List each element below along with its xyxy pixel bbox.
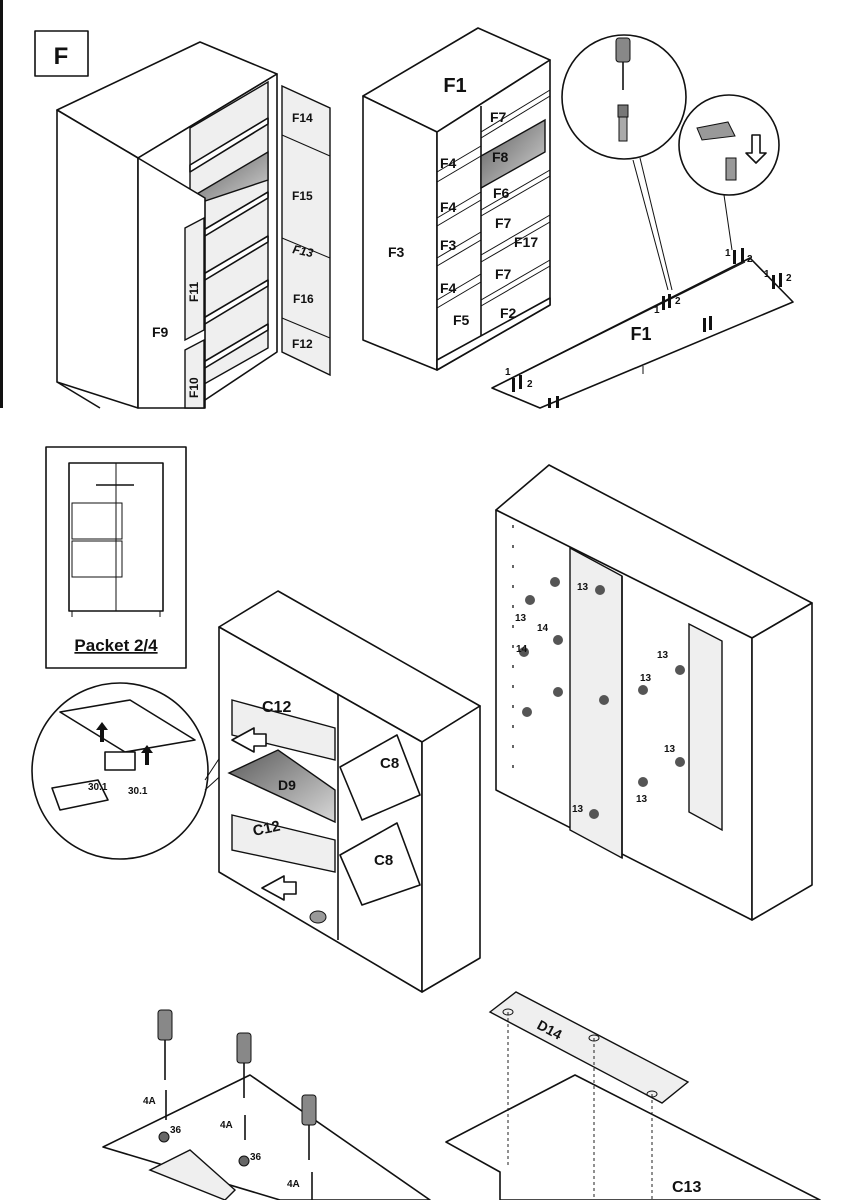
part-label-f13: F13 xyxy=(291,242,314,260)
part-label-c12-top: C12 xyxy=(262,699,291,716)
screw-label-36-2: 36 xyxy=(250,1152,262,1163)
part-label-right-5: F17 xyxy=(514,234,538,250)
part-label-f11: F11 xyxy=(187,282,201,302)
part-label-cabinet-side: F3 xyxy=(388,244,405,260)
part-label-left-1: F4 xyxy=(440,155,457,171)
part-label-right-7: F2 xyxy=(500,305,517,321)
step-label: F xyxy=(54,43,69,70)
part-label-f15: F15 xyxy=(292,189,313,203)
hinge-detail-circle xyxy=(31,682,239,860)
hinge-number-2: 30.1 xyxy=(128,786,148,797)
part-label-left-3: F3 xyxy=(440,237,457,253)
part-label-c13: C13 xyxy=(672,1179,701,1196)
screw-label-4a-2: 4A xyxy=(220,1120,233,1131)
part-label-right-4: F7 xyxy=(495,215,512,231)
part-label-floor-panel: F1 xyxy=(630,324,651,344)
shelf-cabinet-illustration xyxy=(218,590,481,993)
wardrobe-illustration xyxy=(56,41,331,409)
screw-label-4a-1: 4A xyxy=(143,1096,156,1107)
part-label-left-5: F5 xyxy=(453,312,470,328)
packet-label: Packet 2/4 xyxy=(74,636,158,655)
part-label-f16: F16 xyxy=(293,292,314,306)
fitting-number-2: 2 xyxy=(527,379,533,390)
back-cabinet-illustration xyxy=(495,464,813,921)
packet-box: Packet 2/4 xyxy=(45,446,187,669)
part-label-left-2: F4 xyxy=(440,199,457,215)
fitting-13-e: 13 xyxy=(664,744,676,755)
part-label-f12: F12 xyxy=(292,337,313,351)
plate-illustration xyxy=(445,991,821,1200)
fitting-number-1d: 1 xyxy=(764,269,770,280)
fitting-number-2c: 2 xyxy=(747,254,753,265)
floor-panel-illustration xyxy=(491,34,794,409)
fitting-13-d: 13 xyxy=(640,673,652,684)
fitting-14-a: 14 xyxy=(537,623,549,634)
screw-label-36-1: 36 xyxy=(170,1125,182,1136)
cabinet-illustration xyxy=(362,27,551,371)
fitting-14-b: 14 xyxy=(516,644,528,655)
part-label-f10: F10 xyxy=(187,377,201,398)
screw-label-4a-3: 4A xyxy=(287,1179,300,1190)
part-label-c8-bottom: C8 xyxy=(374,852,393,869)
part-label-right-2: F8 xyxy=(492,149,509,165)
detail-circle-cam-bolt xyxy=(561,34,687,160)
fitting-number-2b: 2 xyxy=(675,296,681,307)
part-label-left-4: F4 xyxy=(440,280,457,296)
hinge-number-1: 30.1 xyxy=(88,782,108,793)
part-label-right-6: F7 xyxy=(495,266,512,282)
fitting-13-b: 13 xyxy=(515,613,527,624)
part-label-f9: F9 xyxy=(152,324,169,340)
screw-panel-illustration xyxy=(102,1009,431,1200)
part-label-f14: F14 xyxy=(292,111,313,125)
part-label-c8-top: C8 xyxy=(380,755,399,772)
fitting-13-c: 13 xyxy=(657,650,669,661)
fitting-number-1b: 1 xyxy=(654,305,660,316)
part-label-d9: D9 xyxy=(278,777,296,793)
fitting-number-1c: 1 xyxy=(725,248,731,259)
fitting-number-2d: 2 xyxy=(786,273,792,284)
fitting-13-g: 13 xyxy=(572,804,584,815)
step-label-box: F xyxy=(34,30,89,77)
part-label-cabinet-top: F1 xyxy=(443,75,466,97)
part-label-c12-bottom: C12 xyxy=(251,818,281,840)
left-edge-bar xyxy=(0,0,3,408)
part-label-right-3: F6 xyxy=(493,185,510,201)
fitting-13-a: 13 xyxy=(577,582,589,593)
fitting-number-1: 1 xyxy=(505,367,511,378)
detail-circle-cam-lock xyxy=(678,94,780,196)
part-label-right-1: F7 xyxy=(490,109,507,125)
fitting-13-f: 13 xyxy=(636,794,648,805)
